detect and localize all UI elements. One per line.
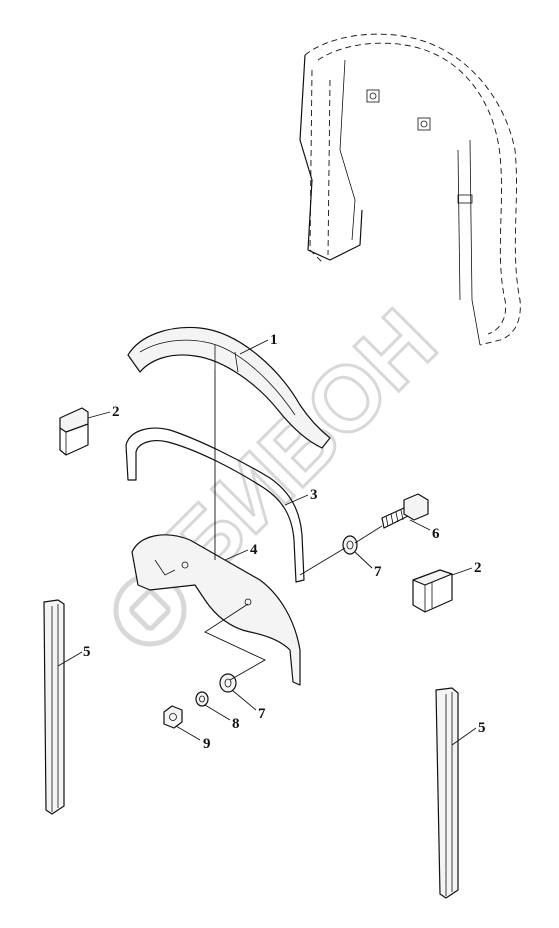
callout-9: 9: [203, 736, 211, 752]
cab-outline-reference: [299, 33, 521, 346]
part-3-bracket: [125, 427, 305, 583]
part-8-lock-washer: [195, 691, 209, 707]
callout-4: 4: [250, 542, 258, 558]
part-4-plate: [131, 534, 301, 686]
callout-labels: 1 2 2 3 4 5 5 6 7 7 8 9: [83, 332, 486, 752]
part-1-top-cover: [127, 326, 331, 449]
callout-5-right: 5: [478, 720, 486, 736]
part-5-strip-left: [43, 599, 65, 815]
callout-2-right: 2: [474, 560, 482, 576]
callout-6: 6: [432, 526, 440, 542]
part-6-bolt: [381, 493, 429, 529]
part-2-pad-right: [412, 569, 453, 613]
callout-3: 3: [310, 487, 318, 503]
assembly-lines: [204, 370, 383, 681]
callout-1: 1: [270, 332, 278, 348]
part-7-washer-upper: [342, 535, 358, 555]
callout-7-lower: 7: [258, 706, 266, 722]
part-7-washer-lower: [219, 673, 237, 693]
part-2-pad-left: [59, 407, 89, 456]
part-9-nut: [163, 705, 183, 729]
callout-7-upper: 7: [374, 564, 382, 580]
callout-8: 8: [232, 716, 240, 732]
part-5-strip-right: [435, 687, 459, 899]
callout-leaders: [57, 339, 477, 746]
callout-5-left: 5: [83, 644, 91, 660]
callout-2-left: 2: [112, 404, 120, 420]
